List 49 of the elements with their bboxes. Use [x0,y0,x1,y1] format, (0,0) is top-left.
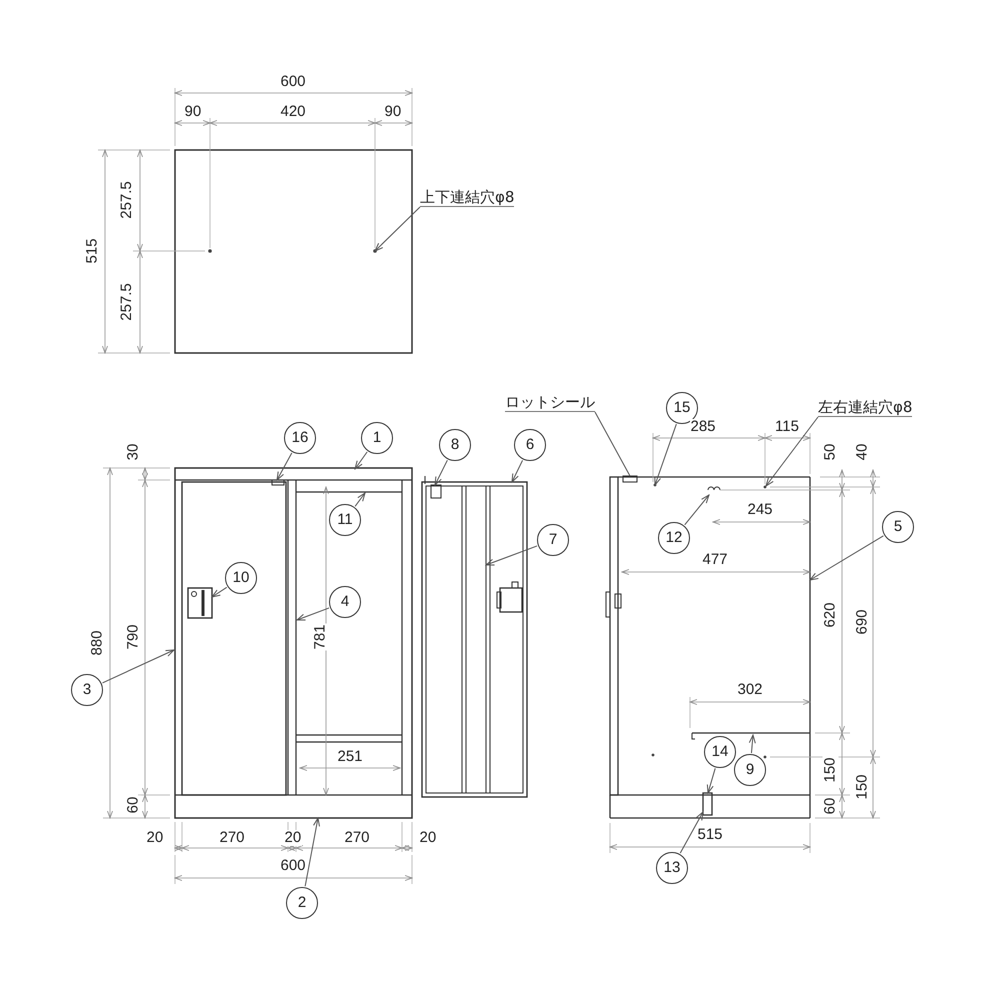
top-view-drawing [174,149,413,354]
dimension-value: 20 [284,830,302,846]
callout-number: 1 [361,422,393,454]
leader-line [684,494,710,526]
leader-line [680,812,704,854]
dimension-value: 150 [822,756,838,784]
leader-line [374,206,420,252]
dimension-value: 40 [854,442,870,462]
leader-line [102,650,174,684]
note-text: 上下連結穴φ8 [420,188,514,207]
leader-line [276,452,292,480]
leader-line [706,768,716,794]
dimension-value: 60 [822,796,838,816]
leader-line [654,424,677,486]
dimension-value: 30 [124,442,141,462]
callout-number: 6 [514,429,546,461]
leader-line [354,451,368,470]
leader-line [304,818,320,887]
leader-line [766,416,818,486]
callout-number: 14 [704,736,736,768]
dimension-value: 60 [124,796,141,814]
front-view-drawing [174,467,413,819]
note-text: 左右連結穴φ8 [818,398,912,417]
callout-number: 10 [225,562,257,594]
leader-line [748,734,756,754]
callout-number: 3 [71,674,103,706]
callout-number: 13 [656,852,688,884]
leader-line [810,535,884,580]
callout-number: 8 [439,429,471,461]
callout-number: 9 [734,754,766,786]
note-text: ロットシール [505,393,595,412]
leader-line [212,586,228,598]
callout-number: 11 [329,504,361,536]
callout-number: 7 [537,524,569,556]
callout-number: 12 [658,522,690,554]
dimension-value: 781 [312,623,328,651]
leader-line [354,492,366,507]
leader-line [296,607,330,620]
dimension-value: 50 [822,442,838,462]
leader-line [512,460,524,482]
side-view-drawing [606,476,811,819]
callout-number: 5 [882,511,914,543]
leader-line [486,545,538,566]
callout-number: 16 [284,422,316,454]
open-door-drawing [421,476,528,798]
callout-number: 2 [286,887,318,919]
leader-line [594,412,630,476]
callout-number: 4 [329,586,361,618]
leader-line [434,460,448,486]
